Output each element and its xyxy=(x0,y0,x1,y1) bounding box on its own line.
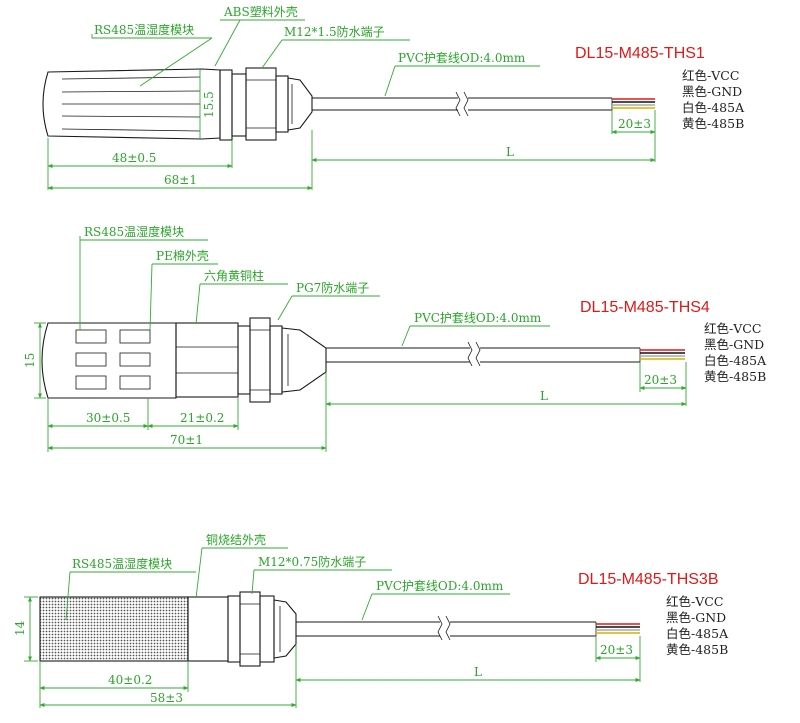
ths3b-dimensions xyxy=(24,596,641,708)
ths1-wire-485a: 白色-485A xyxy=(682,100,745,115)
ths1-length-dim: L xyxy=(506,145,514,159)
ths4-brass-column xyxy=(175,322,239,398)
ths4-shell-label: PE棉外壳 xyxy=(156,249,209,263)
ths4-model-title: DL15-M485-THS4 xyxy=(580,299,710,316)
ths3b-length-dim: L xyxy=(474,665,482,679)
ths4-column-label: 六角黄铜柱 xyxy=(204,268,264,283)
ths3b-body-dim: 40±0.2 xyxy=(108,673,152,687)
ths1-total-dim: 68±1 xyxy=(164,173,197,187)
ths1-body-dim: 48±0.5 xyxy=(112,151,156,165)
product-ths4: RS485温湿度模块 PE棉外壳 六角黄铜柱 PG7防水端子 PVC护套线OD:… xyxy=(23,224,767,452)
ths3b-cable-label: PVC护套线OD:4.0mm xyxy=(376,579,504,593)
ths1-cable-label: PVC护套线OD:4.0mm xyxy=(398,51,526,65)
ths3b-model-title: DL15-M485-THS3B xyxy=(578,571,719,588)
ths4-module-label: RS485温湿度模块 xyxy=(84,224,184,239)
ths3b-wire-485b: 黄色-485B xyxy=(666,642,728,657)
ths1-terminal-label: M12*1.5防水端子 xyxy=(284,24,385,39)
ths1-strip-dim: 20±3 xyxy=(618,117,651,131)
ths3b-terminal-label: M12*0.75防水端子 xyxy=(258,554,366,569)
ths3b-shell-label: 铜烧结外壳 xyxy=(206,532,266,547)
ths1-leaders xyxy=(91,19,540,97)
ths4-wire-gnd: 黑色-GND xyxy=(704,337,764,352)
ths1-wire-485b: 黄色-485B xyxy=(682,116,744,131)
ths3b-module-label: RS485温湿度模块 xyxy=(72,556,172,571)
ths1-wire-gnd: 黑色-GND xyxy=(682,84,742,99)
ths1-model-title: DL15-M485-THS1 xyxy=(575,45,705,62)
ths4-cable xyxy=(326,341,641,367)
ths3b-cable xyxy=(296,615,597,641)
ths4-body-dim: 30±0.5 xyxy=(86,411,130,425)
ths1-shell-label: ABS塑料外壳 xyxy=(223,4,298,19)
ths4-total-dim: 70±1 xyxy=(170,433,203,447)
ths1-wire-vcc: 红色-VCC xyxy=(682,68,739,83)
ths3b-height-dim: 14 xyxy=(13,620,27,636)
ths3b-total-dim: 58±3 xyxy=(150,691,183,705)
ths1-height-dim: 15.5 xyxy=(202,91,216,118)
ths4-length-dim: L xyxy=(540,389,548,403)
product-ths3b: RS485温湿度模块 铜烧结外壳 M12*0.75防水端子 PVC护套线OD:4… xyxy=(13,532,729,708)
ths4-leaders xyxy=(79,236,550,347)
product-ths1: RS485温湿度模块 ABS塑料外壳 M12*1.5防水端子 PVC护套线OD:… xyxy=(42,4,745,191)
ths3b-sensor-body xyxy=(39,596,229,662)
ths4-wire-ends xyxy=(640,349,685,360)
ths4-dimensions xyxy=(34,322,687,452)
ths1-terminal xyxy=(219,67,313,141)
ths4-height-dim: 15 xyxy=(23,353,37,368)
ths1-module-label: RS485温湿度模块 xyxy=(94,22,194,37)
ths4-strip-dim: 20±3 xyxy=(644,373,677,387)
ths3b-wire-ends xyxy=(596,623,640,634)
ths1-cable xyxy=(312,91,613,117)
ths4-post-dim: 21±0.2 xyxy=(180,411,224,425)
ths4-terminal-label: PG7防水端子 xyxy=(296,280,369,295)
ths1-wire-ends xyxy=(612,98,655,109)
ths3b-wire-485a: 白色-485A xyxy=(666,626,729,641)
ths4-wire-485a: 白色-485A xyxy=(704,353,767,368)
ths4-cable-label: PVC护套线OD:4.0mm xyxy=(414,311,542,325)
ths4-wire-vcc: 红色-VCC xyxy=(704,321,761,336)
ths4-sensor-body xyxy=(41,322,177,399)
ths3b-strip-dim: 20±3 xyxy=(600,643,633,657)
ths4-wire-485b: 黄色-485B xyxy=(704,369,766,384)
ths3b-wire-gnd: 黑色-GND xyxy=(666,610,726,625)
ths4-terminal xyxy=(237,317,327,403)
ths3b-wire-vcc: 红色-VCC xyxy=(666,594,723,609)
ths3b-terminal xyxy=(227,591,297,667)
ths3b-leaders xyxy=(65,547,510,621)
ths1-dimensions xyxy=(47,69,656,191)
ths1-sensor-body xyxy=(42,68,221,140)
